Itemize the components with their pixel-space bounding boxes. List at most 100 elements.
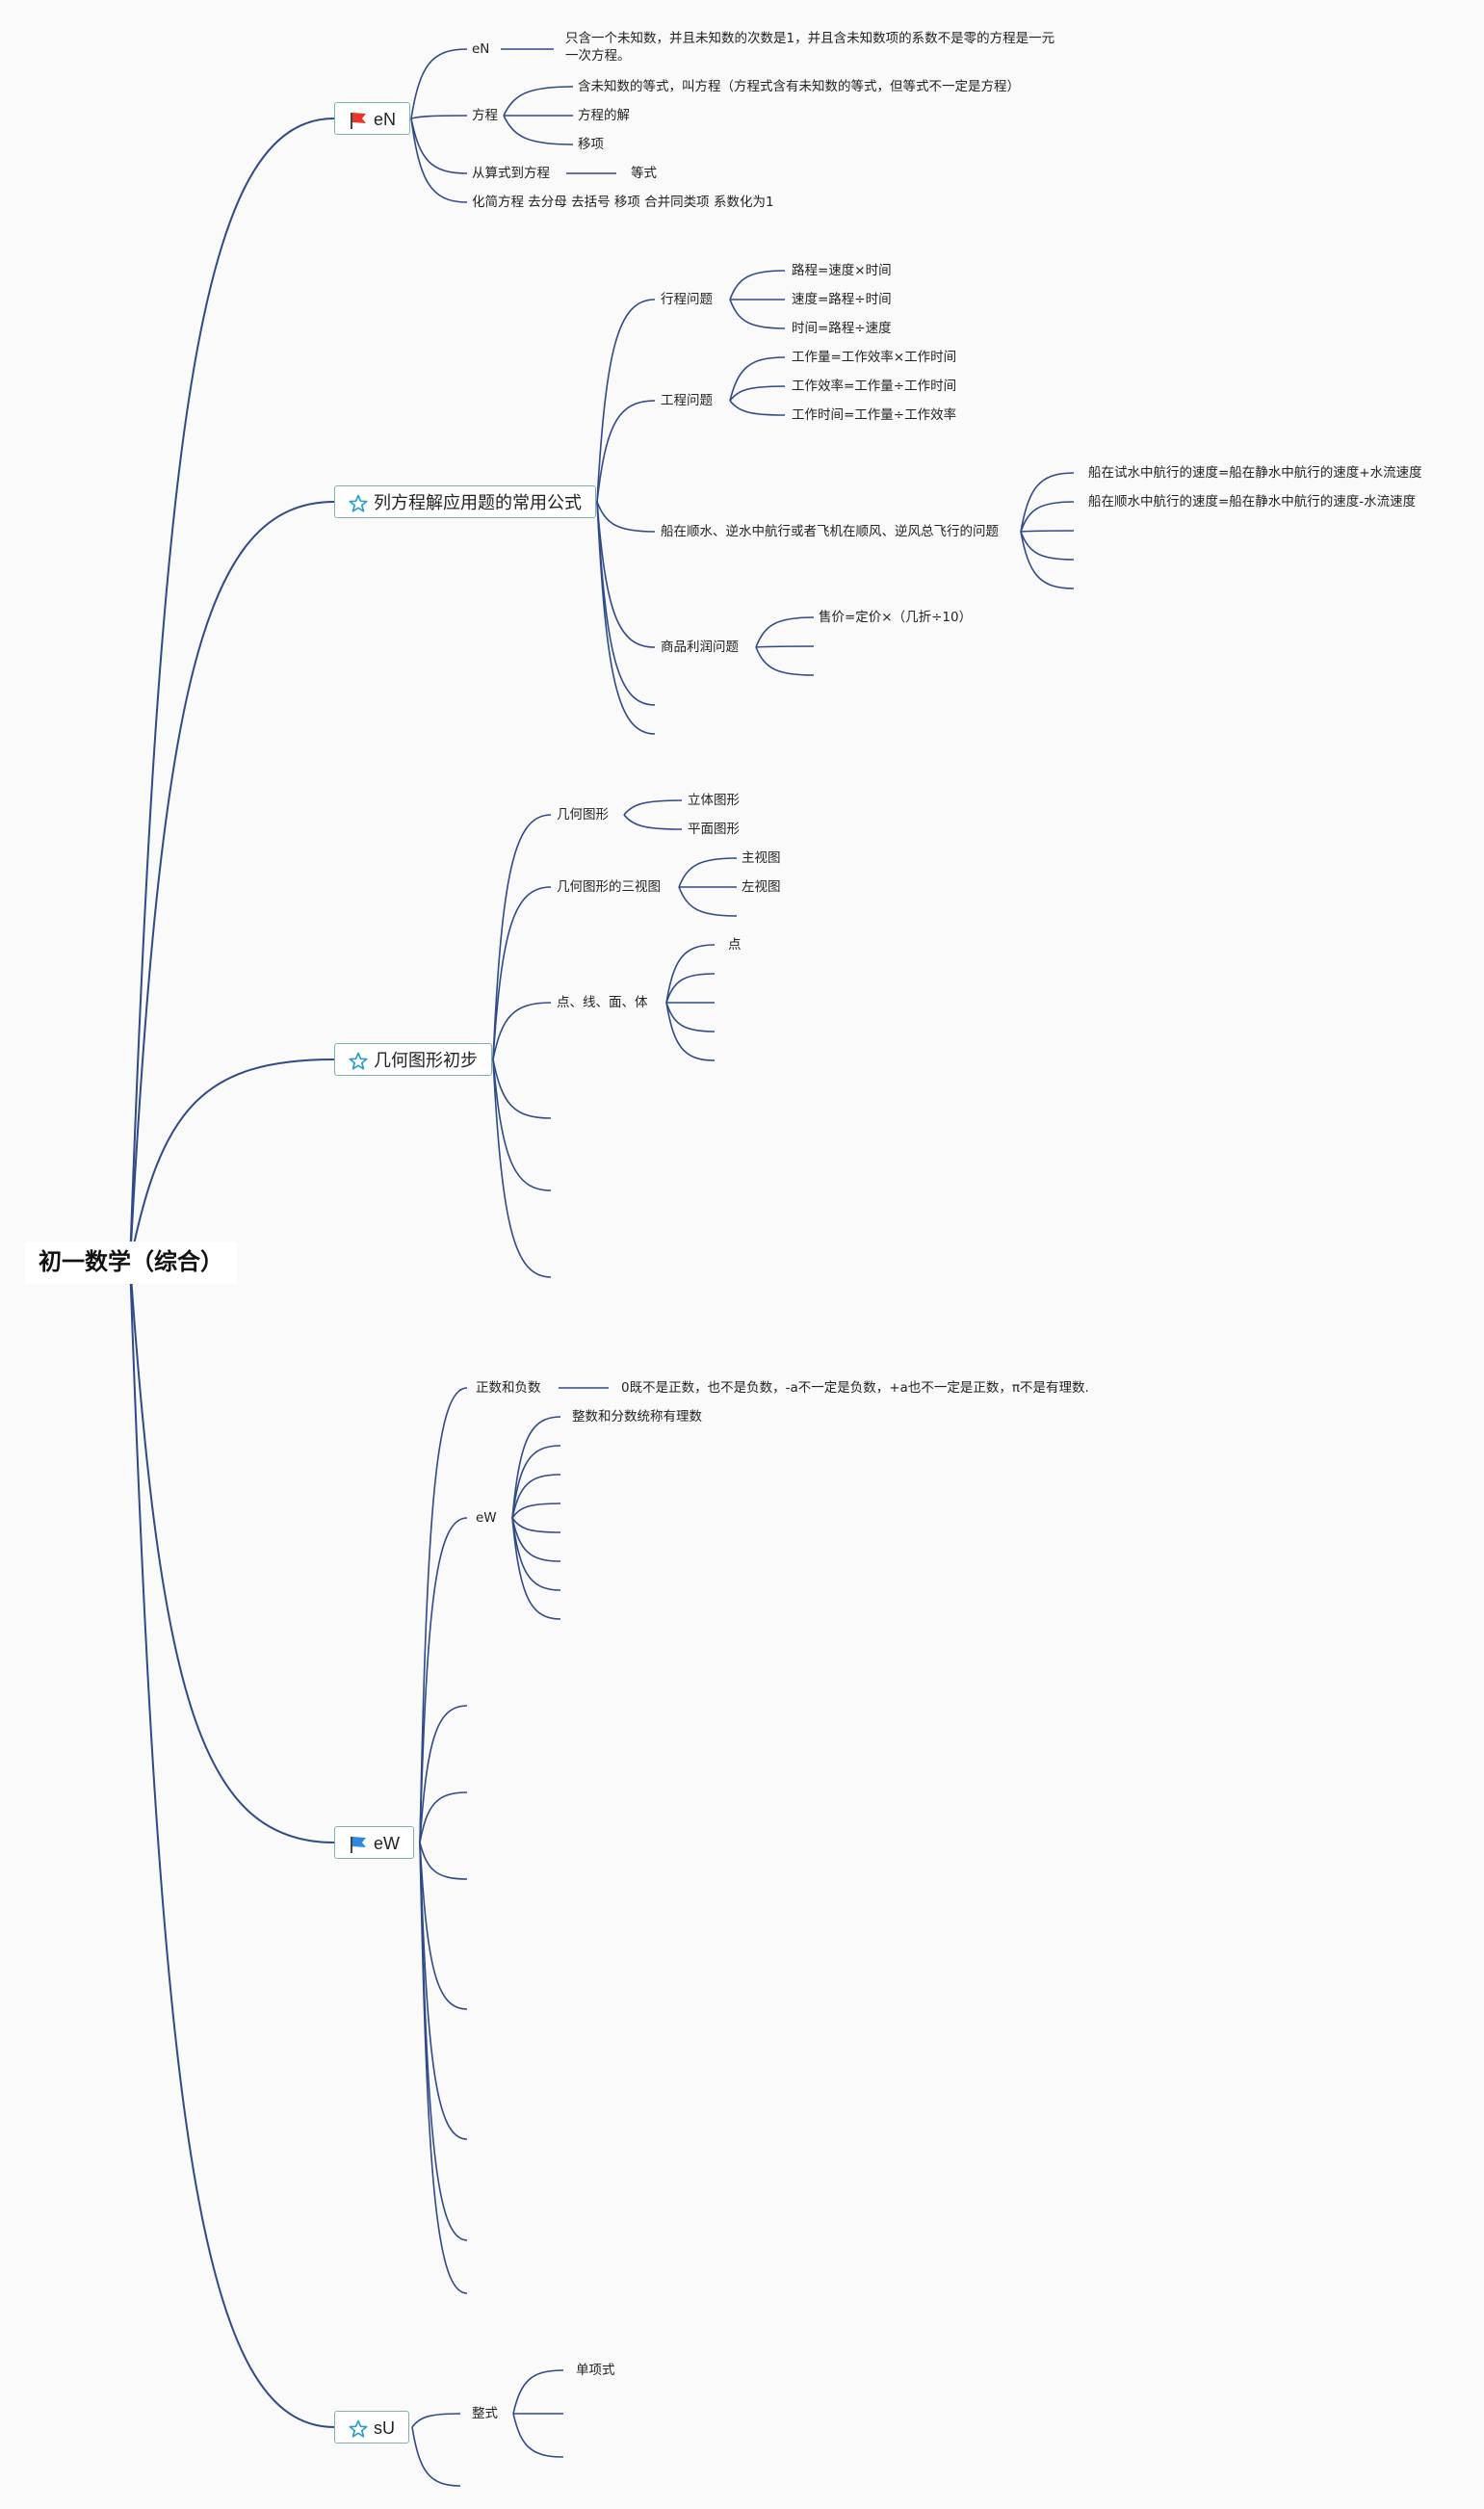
formula-efficiency[interactable]: 工作效率=工作量÷工作时间 [792, 379, 957, 394]
connector [729, 385, 786, 402]
connector [665, 973, 716, 1004]
connector [511, 1503, 561, 1519]
topic-zhengfu-note[interactable]: 0既不是正数，也不是负数，-a不一定是负数，+a也不一定是正数，π不是有理数. [621, 1380, 1089, 1396]
branch-label: eN [374, 110, 397, 129]
red-flag-icon [349, 111, 368, 130]
formula-speed[interactable]: 速度=路程÷时间 [792, 292, 892, 307]
connector [410, 115, 468, 119]
topic-zhengfu[interactable]: 正数和负数 [476, 1380, 541, 1396]
branch-topic-geometry[interactable]: 几何图形初步 [334, 1043, 492, 1076]
connector [755, 645, 815, 648]
connector [492, 1058, 552, 1278]
topic-huajian[interactable]: 化简方程 去分母 去括号 移项 合并同类项 系数化为1 [472, 195, 774, 210]
connector [1020, 501, 1075, 533]
branch-label: 几何图形初步 [374, 1051, 478, 1070]
connector [511, 1517, 561, 1620]
connector [729, 270, 786, 301]
branch-topic-su[interactable]: sU [334, 2411, 409, 2444]
connector [596, 299, 656, 503]
formula-boat-2[interactable]: 船在顺水中航行的速度=船在静水中航行的速度-水流速度 [1088, 494, 1417, 510]
connector [492, 1002, 552, 1060]
formula-worktime[interactable]: 工作时间=工作量÷工作效率 [792, 407, 957, 423]
connector [623, 799, 683, 816]
connector [678, 886, 738, 917]
connector [1020, 531, 1075, 561]
star-icon [349, 1052, 368, 1071]
connector [1020, 530, 1075, 533]
connector [665, 944, 716, 1004]
connector [729, 400, 786, 416]
branch-topic-formulas[interactable]: 列方程解应用题的常用公式 [334, 485, 596, 518]
connector [729, 299, 786, 329]
topic-ew[interactable]: eW [476, 1510, 497, 1526]
root-topic[interactable]: 初一数学（综合） [25, 1241, 237, 1284]
topic-fangcheng[interactable]: 方程 [472, 108, 498, 123]
topic-sanshitu[interactable]: 几何图形的三视图 [557, 879, 661, 895]
connector [503, 115, 574, 145]
connector [492, 814, 552, 1060]
connector [419, 1791, 468, 1843]
connector [512, 2369, 564, 2415]
connector [419, 1517, 468, 1843]
connector [129, 501, 335, 1264]
connector [410, 48, 468, 119]
connector [411, 2413, 461, 2428]
connector [596, 501, 656, 648]
topic-xingcheng[interactable]: 行程问题 [661, 292, 713, 307]
topic-shangpin[interactable]: 商品利润问题 [661, 640, 739, 655]
topic-jihe-tuxing[interactable]: 几何图形 [557, 807, 609, 823]
connector [511, 1517, 561, 1562]
connector [596, 400, 656, 503]
connector [512, 2413, 564, 2458]
star-icon [349, 2419, 368, 2439]
connector [492, 1058, 552, 1191]
connector [410, 118, 468, 203]
connector [129, 118, 335, 1264]
topic-zhushitu[interactable]: 主视图 [742, 850, 781, 866]
connector [665, 1002, 716, 1032]
connector [129, 1262, 335, 1843]
blue-flag-icon [349, 1835, 368, 1854]
topic-en[interactable]: eN [472, 41, 490, 57]
topic-cong-suanshi[interactable]: 从算式到方程 [472, 166, 550, 181]
connector [419, 1842, 468, 2010]
connector [1020, 472, 1075, 533]
connector [419, 1842, 468, 1880]
connector [492, 1058, 552, 1119]
connector [665, 1002, 716, 1061]
formula-boat-1[interactable]: 船在试水中航行的速度=船在静水中航行的速度+水流速度 [1088, 465, 1422, 481]
star-icon [349, 494, 368, 513]
connector [729, 356, 786, 402]
topic-danxiangshi[interactable]: 单项式 [576, 2363, 615, 2378]
connector [492, 886, 552, 1060]
formula-workload[interactable]: 工作量=工作效率×工作时间 [792, 350, 957, 365]
branch-topic-ew[interactable]: eW [334, 1826, 414, 1859]
branch-topic-en[interactable]: eN [334, 102, 411, 135]
topic-zuoshitu[interactable]: 左视图 [742, 879, 781, 895]
topic-fangcheng-solution[interactable]: 方程的解 [578, 108, 630, 123]
topic-pingmian[interactable]: 平面图形 [688, 822, 740, 837]
connector [411, 2426, 461, 2487]
formula-distance[interactable]: 路程=速度×时间 [792, 263, 892, 278]
connector [419, 1842, 468, 2294]
topic-gongcheng[interactable]: 工程问题 [661, 393, 713, 408]
topic-yixiang[interactable]: 移项 [578, 137, 604, 152]
topic-chuan[interactable]: 船在顺水、逆水中航行或者飞机在顺风、逆风总飞行的问题 [661, 524, 999, 539]
topic-youlishu[interactable]: 整数和分数统称有理数 [572, 1409, 702, 1424]
topic-liti[interactable]: 立体图形 [688, 793, 740, 808]
formula-price[interactable]: 售价=定价×（几折÷10） [819, 610, 973, 625]
connector [511, 1517, 561, 1533]
connector [419, 1387, 468, 1843]
topic-en-definition[interactable]: 只含一个未知数，并且未知数的次数是1，并且含未知数项的系数不是零的方程是一元一次… [565, 31, 1055, 64]
topic-dian[interactable]: 点 [728, 937, 742, 953]
topic-zhengshi[interactable]: 整式 [472, 2406, 498, 2421]
branch-label: eW [374, 1834, 400, 1853]
connector [511, 1474, 561, 1519]
topic-dengshi[interactable]: 等式 [631, 166, 657, 181]
formula-time[interactable]: 时间=路程÷速度 [792, 321, 892, 336]
topic-dianxian[interactable]: 点、线、面、体 [557, 995, 648, 1010]
topic-fangcheng-def[interactable]: 含未知数的等式，叫方程（方程式含有未知数的等式，但等式不一定是方程） [578, 79, 1020, 94]
connector [129, 1262, 335, 2428]
connector [511, 1517, 561, 1591]
